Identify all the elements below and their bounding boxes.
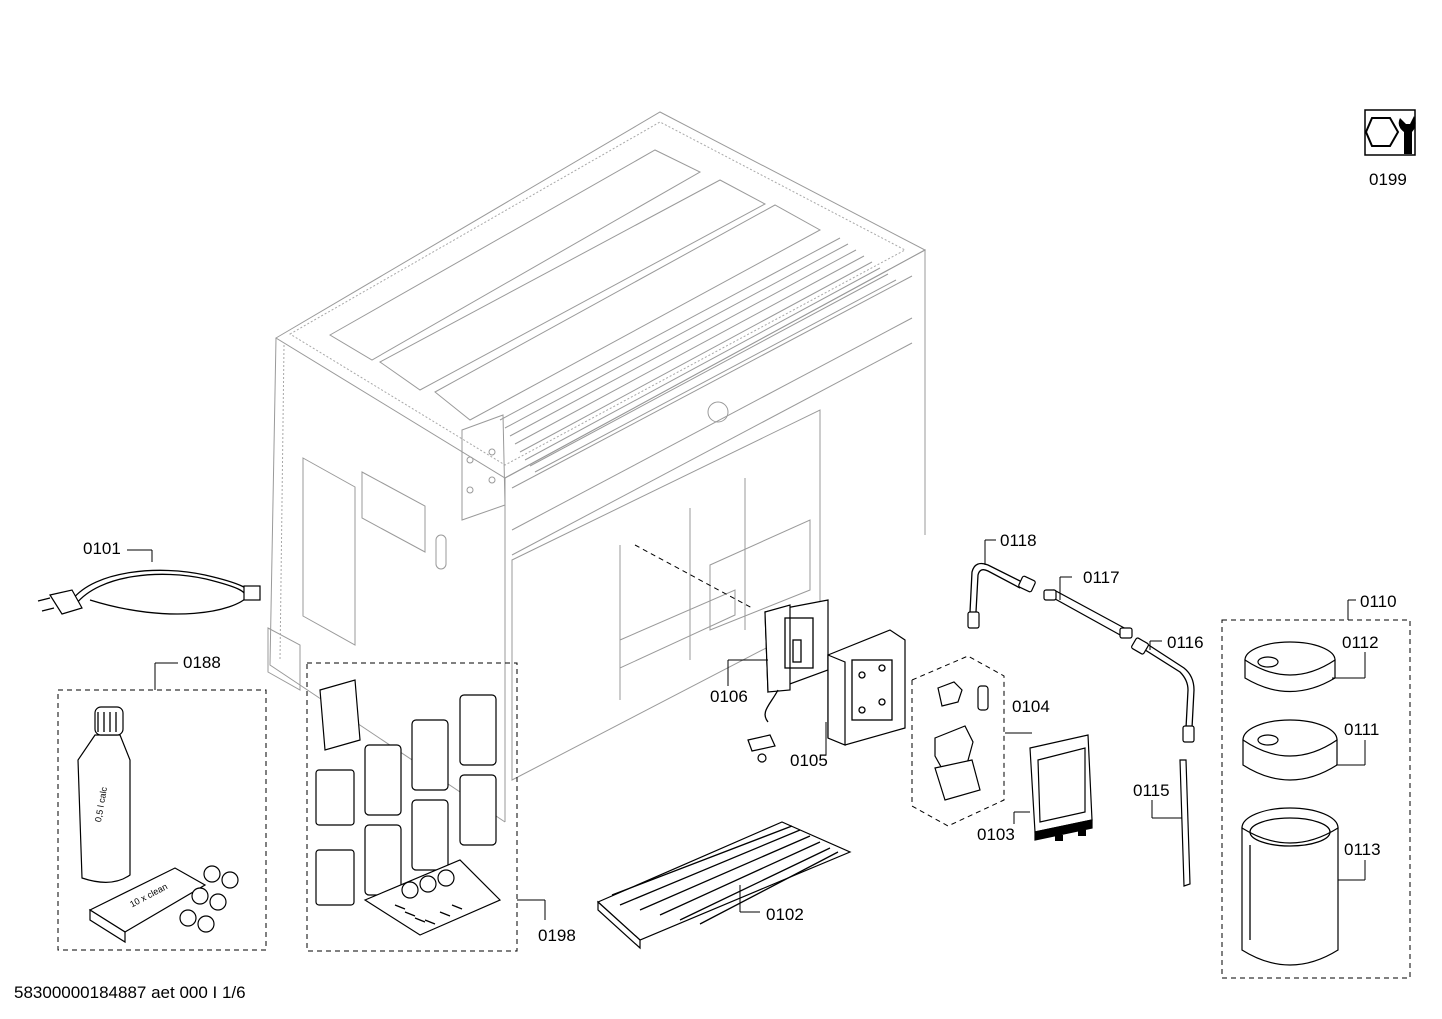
mounting-plate (825, 629, 906, 755)
power-cord (37, 569, 261, 615)
callout-0188: 0188 (183, 653, 221, 672)
callout-0111: 0111 (1344, 720, 1379, 739)
descaler-kit: 0,5 l calc 10 x clean (57, 662, 267, 951)
callout-0105: 0105 (790, 751, 828, 770)
rod-0115 (1151, 759, 1191, 887)
callout-0115: 0115 (1133, 781, 1170, 800)
callout-0112: 0112 (1342, 633, 1379, 652)
callout-0116: 0116 (1167, 633, 1204, 652)
document-id: 58300000184887 aet 000 I 1/6 (14, 983, 246, 1002)
control-module (1013, 734, 1093, 841)
callout-0117: 0117 (1083, 568, 1120, 587)
callout-0118: 0118 (1000, 531, 1037, 550)
pipe-0116 (1131, 637, 1195, 743)
callout-0110: 0110 (1360, 592, 1397, 611)
fittings-group (911, 655, 1032, 827)
drip-grid (596, 821, 852, 950)
callout-0113: 0113 (1344, 840, 1381, 859)
callout-0106: 0106 (710, 687, 748, 706)
container-set (1221, 599, 1411, 979)
callout-0103: 0103 (977, 825, 1015, 844)
wrench-nut-icon (1364, 109, 1416, 156)
callout-0104: 0104 (1012, 697, 1050, 716)
electronics-holder (727, 599, 829, 763)
callout-0102: 0102 (766, 905, 804, 924)
small-parts-kit (306, 662, 546, 952)
callout-0198: 0198 (538, 926, 576, 945)
connector-0117 (1043, 576, 1133, 639)
pipe-0118 (967, 539, 1036, 629)
callout-0101: 0101 (83, 539, 121, 558)
housing-frame (267, 111, 927, 823)
callout-0199: 0199 (1369, 170, 1407, 189)
